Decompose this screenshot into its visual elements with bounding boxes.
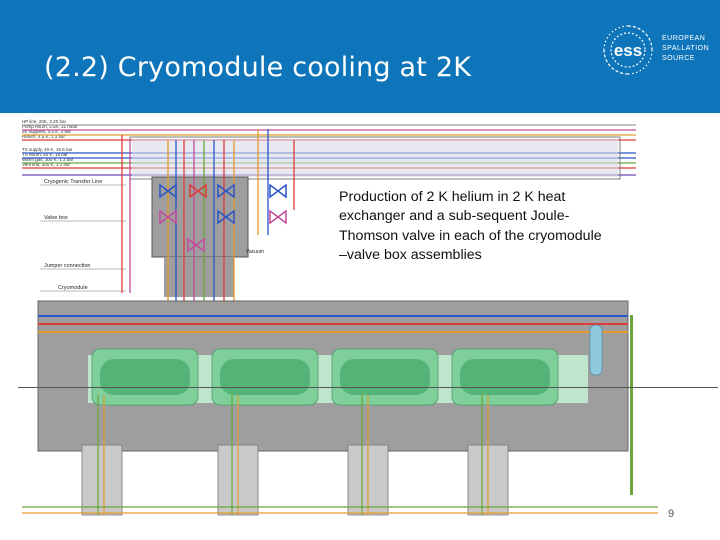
legend-line-3: 2K supplies, 4.5 K, 3 bar bbox=[22, 129, 72, 134]
logo-mark: ess bbox=[614, 41, 642, 60]
title-bar: (2.2) Cryomodule cooling at 2K ess EUROP… bbox=[0, 0, 720, 113]
cavity-strings bbox=[88, 348, 588, 406]
logo-line-1: EUROPEAN bbox=[662, 35, 706, 42]
logo-line-3: SOURCE bbox=[662, 55, 695, 62]
legend-line-4: Return, 4.5 K, 1.3 bar bbox=[22, 134, 66, 139]
caption-line-3: Thomson valve in each of the cryomodule bbox=[339, 227, 602, 244]
label-cryomodule: Cryomodule bbox=[58, 285, 88, 291]
legend-line-6: TS return, 50 K, 18 bar bbox=[22, 152, 68, 157]
ess-logo: ess bbox=[603, 25, 653, 75]
caption-line-2: exchanger and a sub-sequent Joule- bbox=[339, 208, 570, 225]
slide-title: (2.2) Cryomodule cooling at 2K bbox=[44, 52, 472, 83]
diagram-caption: Production of 2 K helium in 2 K heat exc… bbox=[339, 188, 639, 265]
label-transfer-line: Cryogenic Transfer Line bbox=[44, 179, 102, 185]
legend-line-2: Pump return, 2.5K, 31 mbar bbox=[22, 124, 78, 129]
supply-lines-legend: HP line, 20K, 3.20 bar Pump return, 2.5K… bbox=[22, 119, 78, 167]
legend-line-5: TS supply, 40 K, 19.5 bar bbox=[22, 147, 73, 152]
caption-line-4: –valve box assemblies bbox=[339, 246, 482, 263]
logo-line-2: SPALLATION bbox=[662, 45, 710, 52]
page-number: 9 bbox=[668, 508, 675, 520]
cryomodule-cooling-diagram: HP line, 20K, 3.20 bar Pump return, 2.5K… bbox=[18, 115, 718, 540]
legend-line-1: HP line, 20K, 3.20 bar bbox=[22, 119, 66, 124]
logo-wordmark: EUROPEAN SPALLATION SOURCE bbox=[662, 34, 709, 64]
valve-symbols bbox=[159, 183, 287, 253]
power-couplers bbox=[81, 444, 509, 516]
legend-line-8: Vent line, 300 K, 1.1 bar bbox=[22, 162, 71, 167]
caption-line-1: Production of 2 K helium in 2 K heat bbox=[339, 189, 566, 205]
label-vacuum: Vacuum bbox=[246, 249, 264, 255]
legend-line-7: Warm gas, 300 K, 1.3 bar bbox=[22, 157, 74, 162]
label-jumper: Jumper connection bbox=[44, 263, 90, 269]
label-valve-box: Valve box bbox=[44, 215, 68, 221]
